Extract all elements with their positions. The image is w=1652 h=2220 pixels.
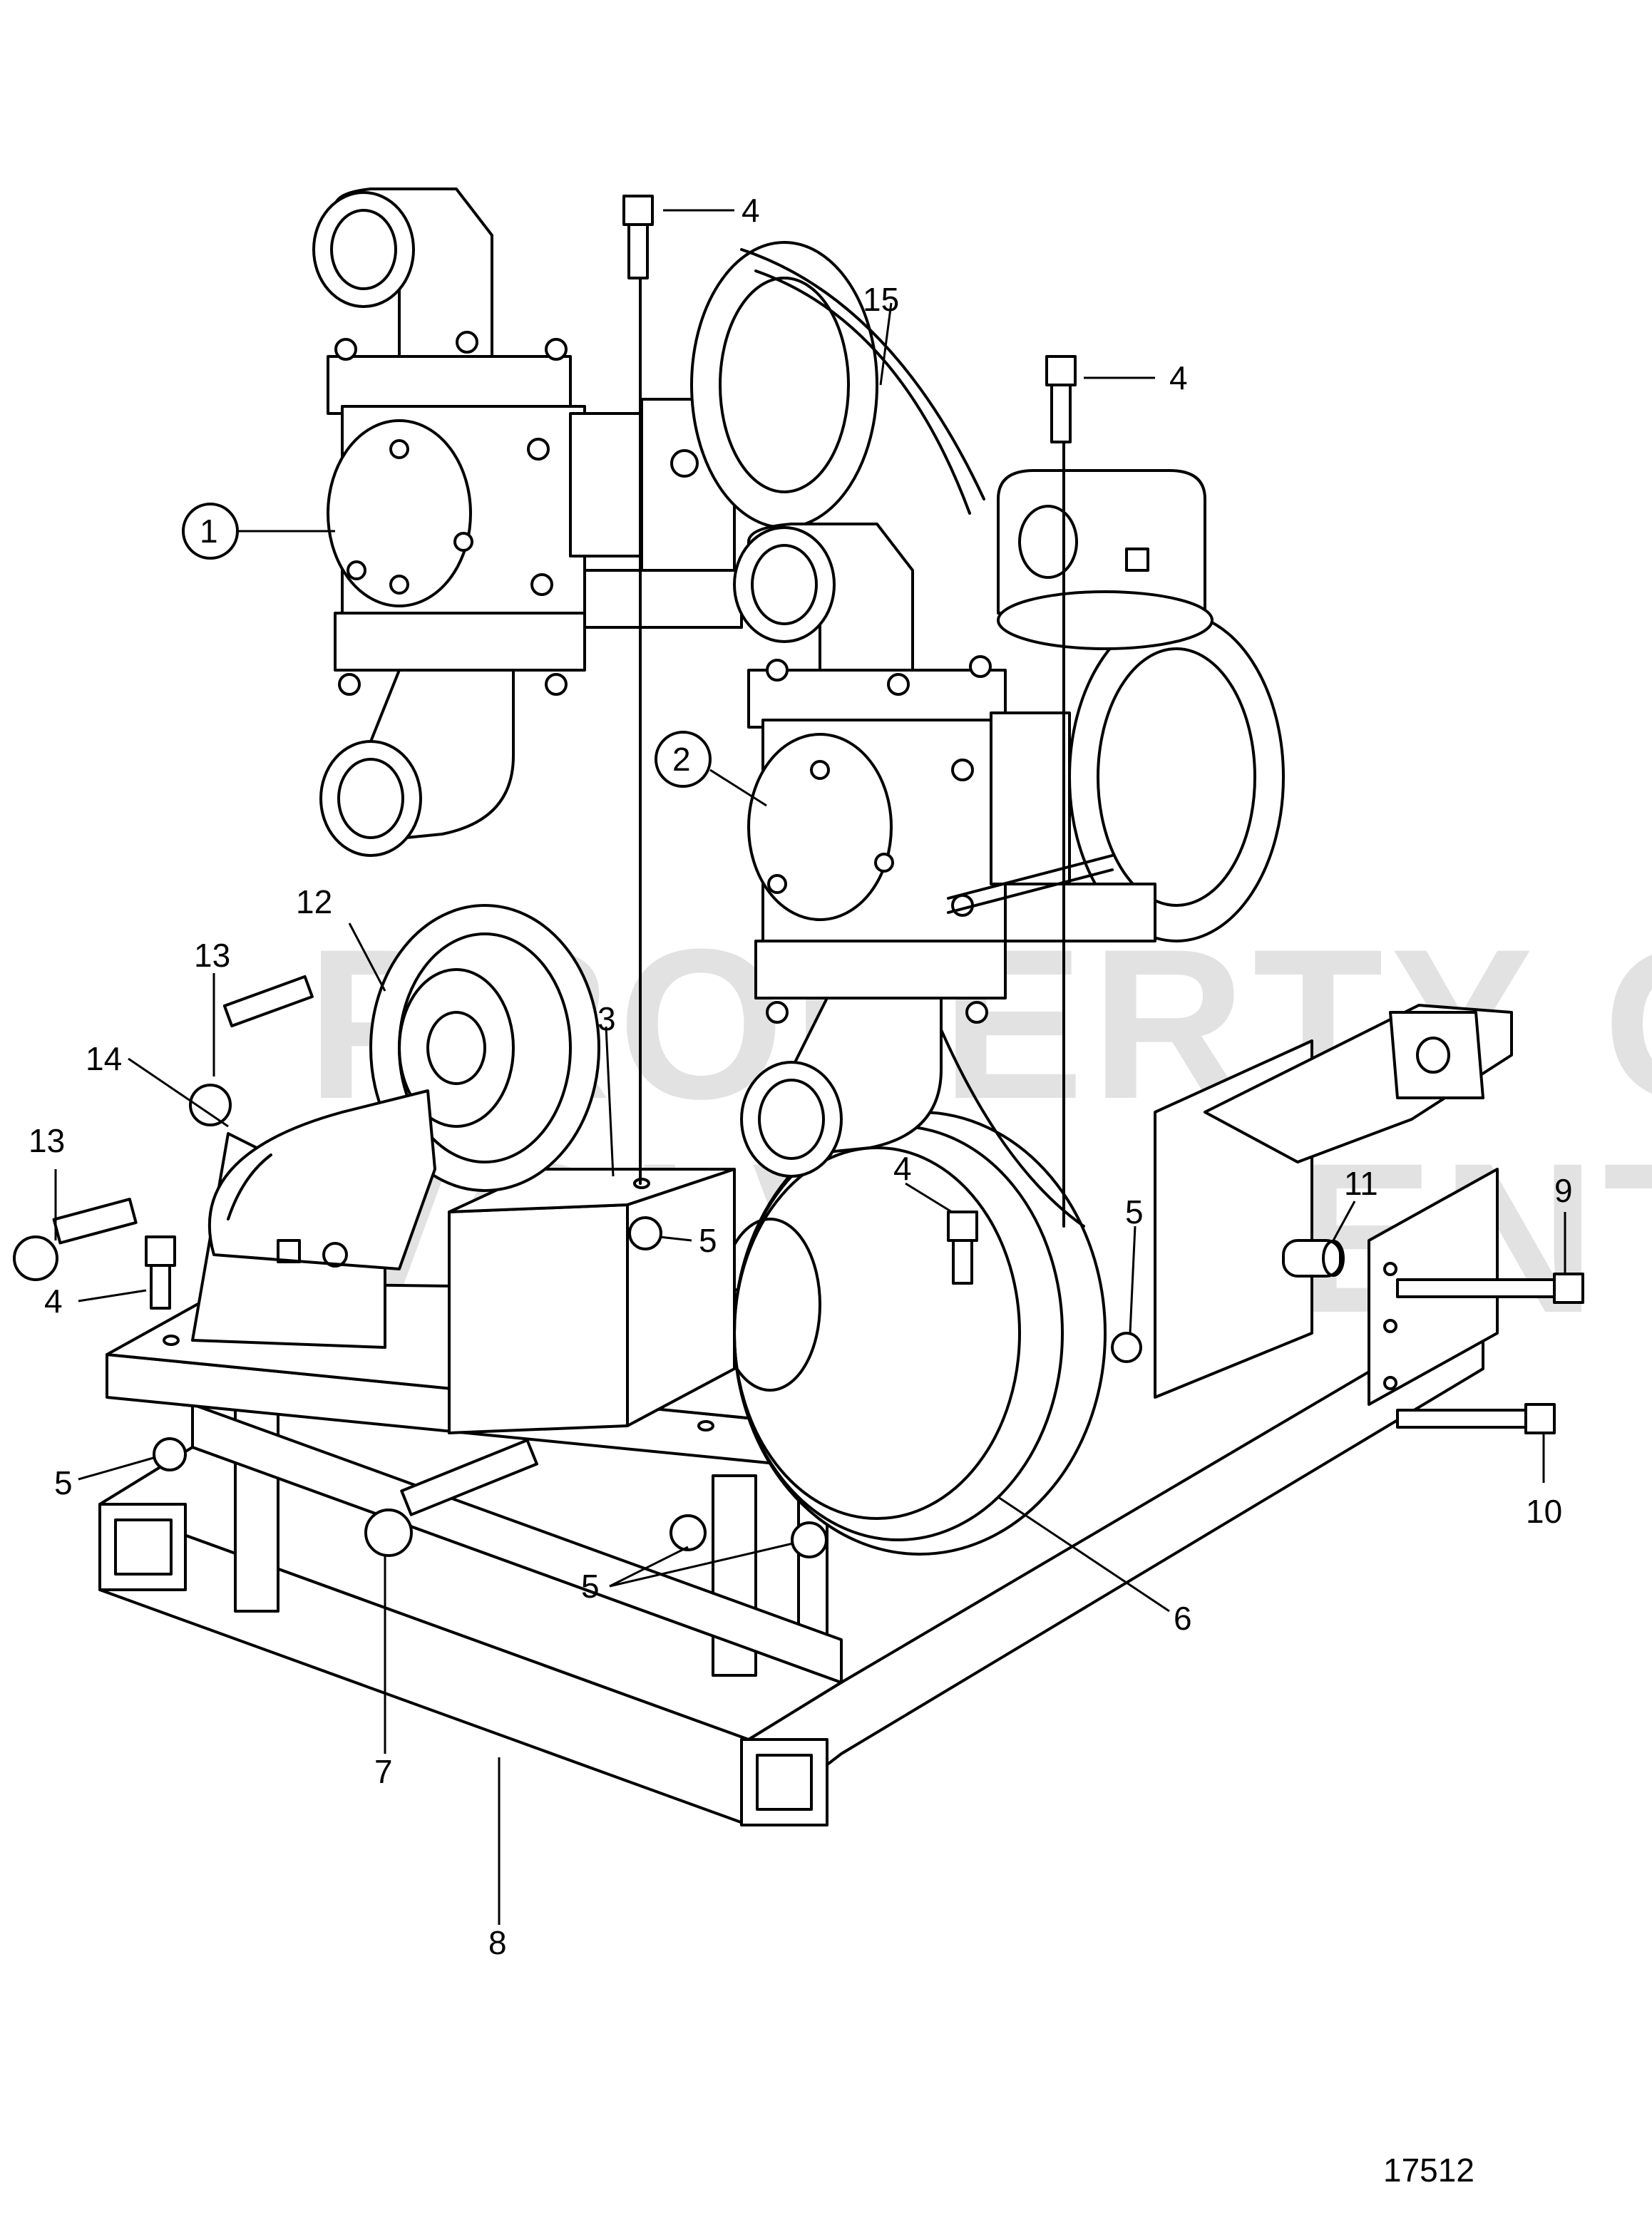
callout-13-upper: 13 <box>194 937 230 974</box>
callout-10: 10 <box>1526 1493 1562 1530</box>
callout-4-top-right: 4 <box>1169 359 1188 396</box>
callout-12: 12 <box>296 883 332 920</box>
nut-5-under-b <box>791 1521 828 1558</box>
callout-5-bracket: 5 <box>699 1222 717 1259</box>
callout-5-left: 5 <box>54 1464 73 1501</box>
bolt-4-top-center <box>622 195 654 279</box>
bolt-10 <box>1396 1403 1556 1434</box>
callout-4-left: 4 <box>44 1283 63 1320</box>
base-frame <box>98 1303 1484 1826</box>
callout-5-under: 5 <box>581 1568 600 1605</box>
callout-6: 6 <box>1174 1600 1192 1637</box>
callout-4-top-center: 4 <box>742 192 760 229</box>
nut-5-under-a <box>669 1514 707 1551</box>
callout-15: 15 <box>863 281 899 318</box>
callout-7: 7 <box>374 1753 393 1790</box>
callout-9: 9 <box>1554 1172 1573 1209</box>
bolt-4-middle <box>947 1211 978 1285</box>
fasteners <box>13 195 1584 1558</box>
bolt-13-lower <box>13 1198 138 1281</box>
bolt-4-top-right <box>1045 355 1077 443</box>
callout-5-right: 5 <box>1125 1193 1144 1230</box>
callout-3: 3 <box>597 1000 616 1037</box>
bolt-4-left <box>145 1235 176 1310</box>
nut-5-left <box>153 1437 187 1471</box>
leader-lines <box>54 209 1566 1925</box>
callout-labels: 1 2 3 4 4 4 4 5 5 5 5 6 7 8 9 10 11 12 1… <box>29 192 1573 1961</box>
callout-11: 11 <box>1344 1165 1378 1202</box>
bolt-13-upper <box>189 975 314 1126</box>
bolt-9 <box>1396 1273 1584 1304</box>
callout-1: 1 <box>200 513 218 550</box>
pump-2 <box>733 469 1285 1178</box>
nut-5-right <box>1111 1332 1142 1363</box>
tensioner-assembly <box>191 904 600 1349</box>
callout-8: 8 <box>488 1924 507 1961</box>
callout-14: 14 <box>86 1040 122 1077</box>
callout-2: 2 <box>672 741 691 778</box>
pump-1 <box>312 187 878 857</box>
bolt-7 <box>364 1439 538 1557</box>
callout-4-middle: 4 <box>893 1150 912 1187</box>
callout-13-lower: 13 <box>29 1122 65 1159</box>
drawing-number: 17512 <box>1383 2152 1474 2189</box>
nut-5-bracket <box>628 1216 662 1250</box>
callout-circle-2 <box>655 731 712 788</box>
